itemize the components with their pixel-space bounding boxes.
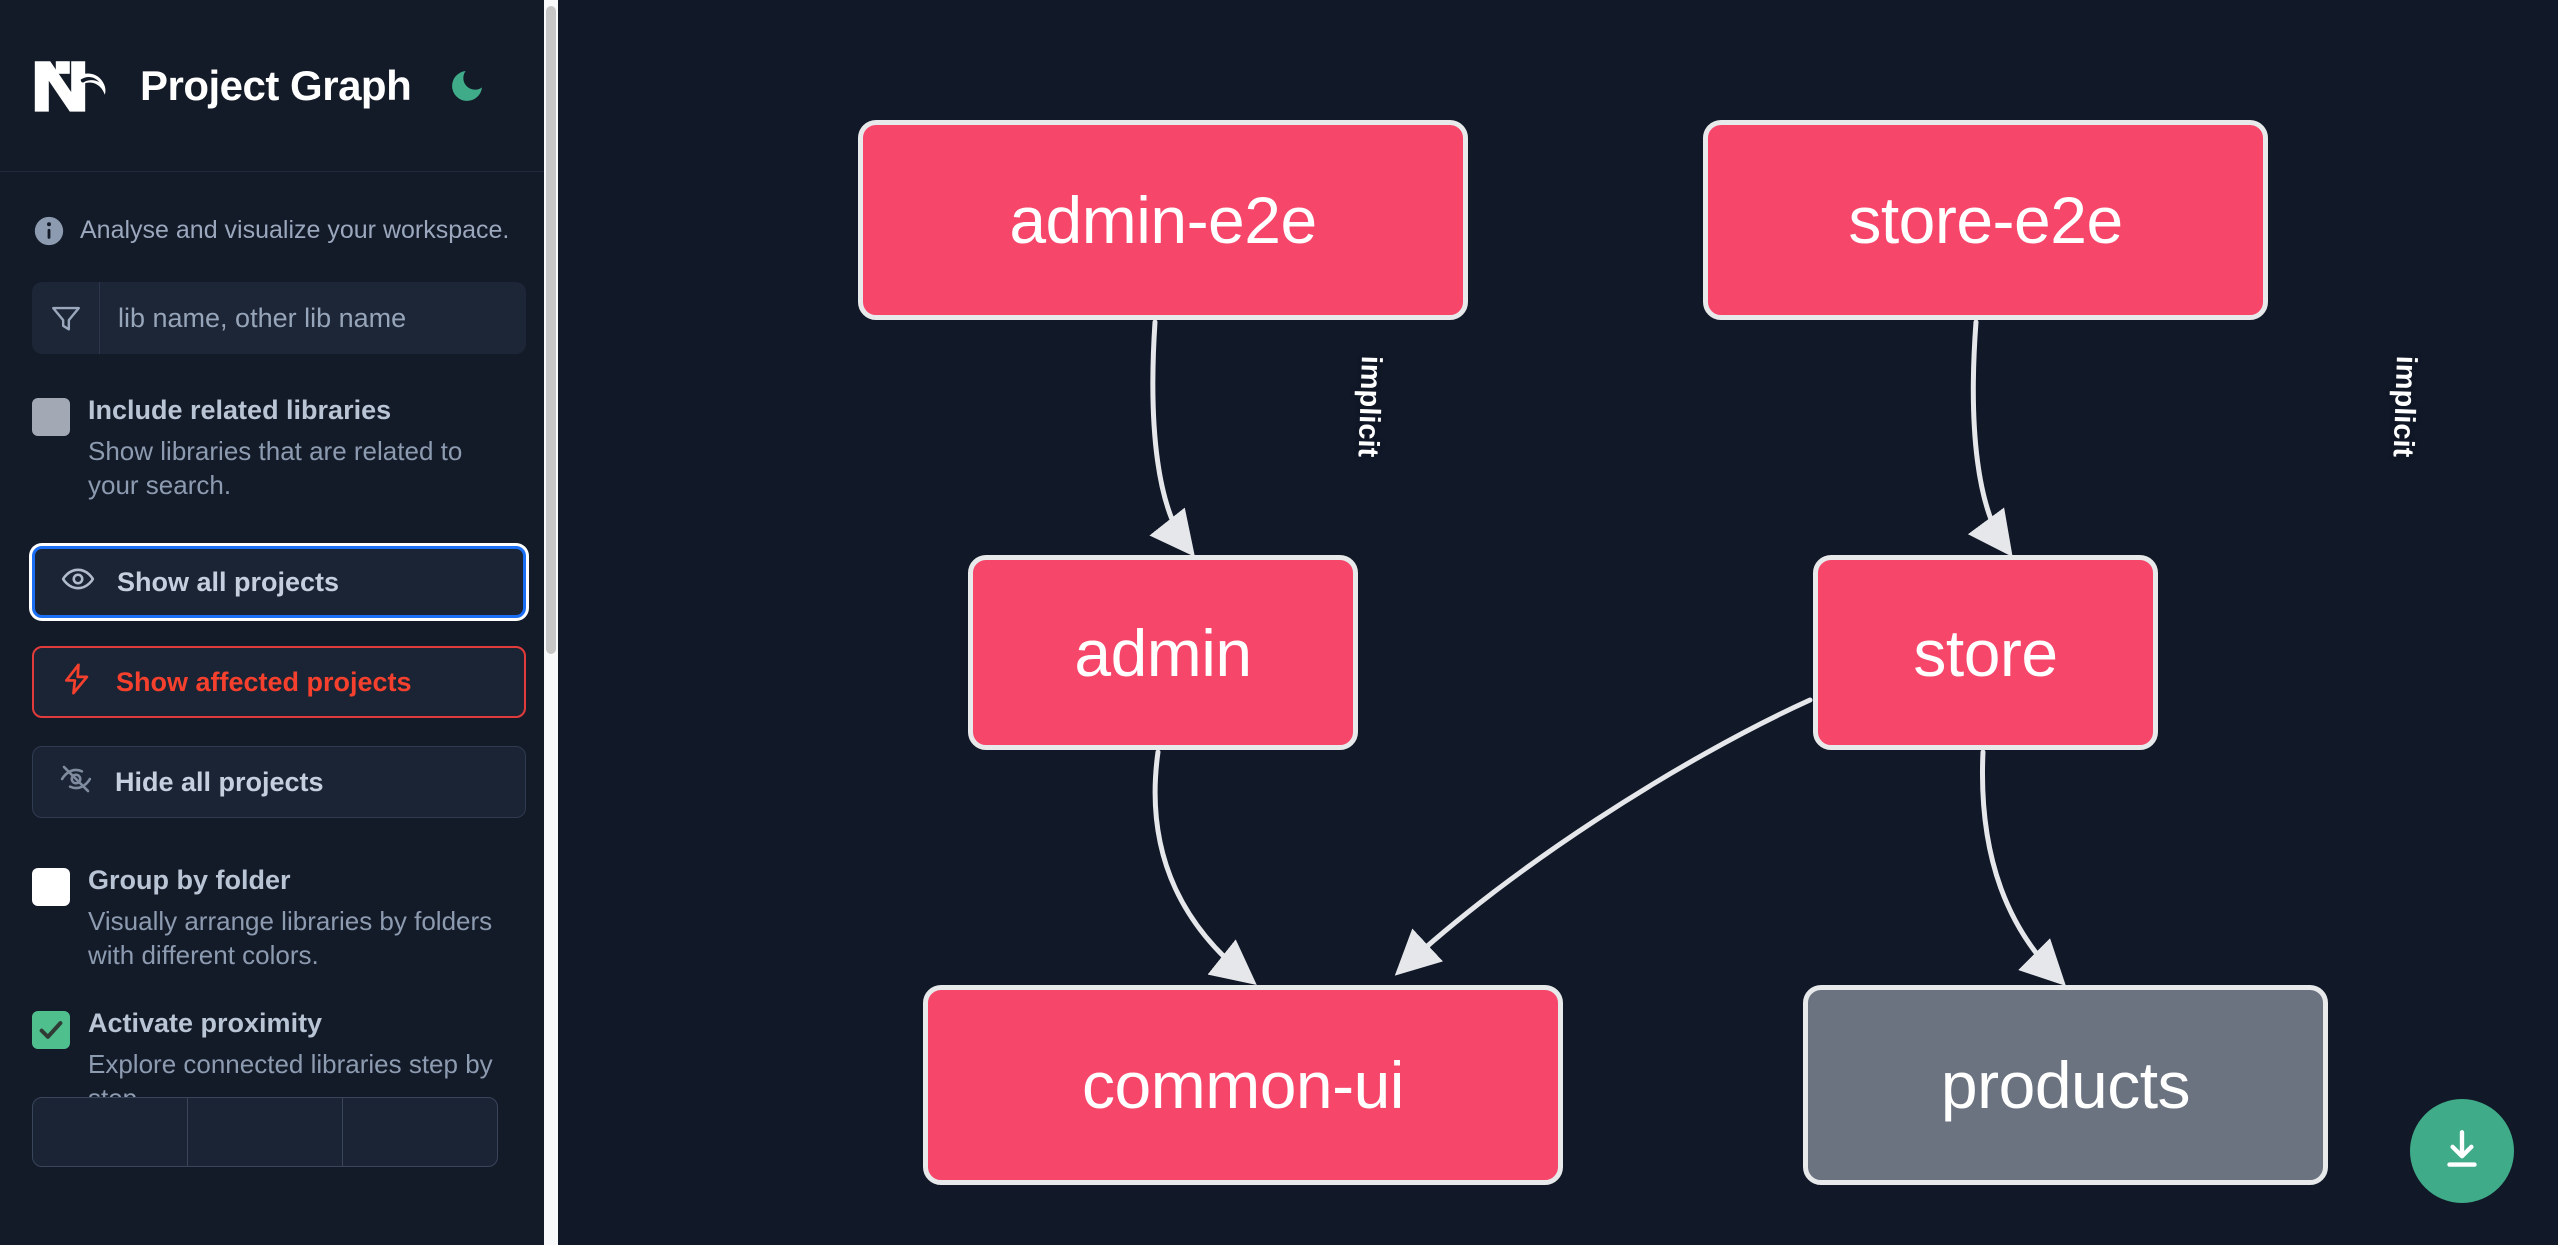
checkbox-row-group-by-folder: Group by folder Visually arrange librari…	[32, 864, 526, 972]
hide-all-projects-button[interactable]: Hide all projects	[32, 746, 526, 819]
sidebar-scrollbar-thumb[interactable]	[546, 6, 556, 654]
lightning-bolt-icon	[60, 662, 94, 703]
show-all-projects-button[interactable]: Show all projects	[32, 546, 526, 619]
include-related-libraries-label: Include related libraries	[88, 395, 392, 425]
nx-logo-icon	[32, 57, 116, 115]
graph-canvas[interactable]: implicit implicit admin-e2e store-e2e ad…	[558, 0, 2558, 1245]
segment-2[interactable]	[188, 1098, 343, 1167]
eye-icon	[61, 562, 95, 603]
show-affected-projects-button[interactable]: Show affected projects	[32, 646, 526, 719]
workspace-blurb-text: Analyse and visualize your workspace.	[80, 216, 510, 245]
search-input[interactable]	[100, 282, 526, 354]
activate-proximity-checkbox[interactable]	[32, 1010, 70, 1049]
graph-node-label: store	[1913, 615, 2058, 690]
graph-node-label: admin-e2e	[1009, 183, 1317, 257]
show-all-projects-label: Show all projects	[117, 566, 340, 597]
graph-node-store-e2e[interactable]: store-e2e	[1703, 120, 2268, 320]
segment-3[interactable]	[343, 1098, 497, 1166]
activate-proximity-label: Activate proximity	[88, 1007, 323, 1038]
eye-slash-icon	[59, 762, 93, 803]
app-title: Project Graph	[140, 61, 412, 109]
info-icon	[32, 214, 66, 248]
edge-store-e2e-to-store	[1967, 319, 2013, 558]
sidebar: Project Graph Analyse and visualize your…	[0, 0, 558, 1245]
edge-admin-to-common-ui	[1152, 749, 1257, 986]
edge-admin-e2e-to-admin	[1149, 319, 1195, 557]
sidebar-header: Project Graph	[0, 0, 558, 172]
graph-node-products[interactable]: products	[1803, 985, 2328, 1185]
checkbox-row-include-related-libraries: Include related libraries Show libraries…	[32, 394, 526, 502]
download-icon	[2437, 1125, 2487, 1178]
show-affected-projects-label: Show affected projects	[116, 666, 412, 697]
include-related-libraries-checkbox[interactable]	[32, 398, 70, 436]
segment-1[interactable]	[33, 1098, 188, 1167]
include-related-libraries-description: Show libraries that are related to your …	[88, 435, 463, 501]
edge-store-to-common-ui	[1394, 697, 1813, 976]
graph-node-label: admin	[1074, 615, 1252, 690]
moon-icon[interactable]	[445, 64, 489, 108]
hide-all-projects-label: Hide all projects	[115, 766, 324, 797]
group-by-folder-description: Visually arrange libraries by folders wi…	[88, 906, 493, 971]
sidebar-body: Analyse and visualize your workspace. In…	[0, 172, 558, 1168]
download-image-button[interactable]	[2410, 1099, 2514, 1203]
workspace-blurb: Analyse and visualize your workspace.	[32, 172, 526, 282]
sidebar-scrollbar-track[interactable]	[544, 0, 558, 1245]
graph-node-admin[interactable]: admin	[968, 555, 1358, 750]
graph-node-admin-e2e[interactable]: admin-e2e	[858, 120, 1468, 320]
project-visibility-buttons: Show all projects Show affected projects	[32, 546, 526, 819]
group-by-folder-checkbox[interactable]	[32, 868, 70, 907]
funnel-icon	[32, 282, 100, 354]
graph-node-store[interactable]: store	[1813, 555, 2158, 750]
graph-mode-segmented-control[interactable]	[32, 1097, 498, 1168]
group-by-folder-label: Group by folder	[88, 865, 291, 896]
graph-node-common-ui[interactable]: common-ui	[923, 985, 1563, 1185]
filter-field[interactable]	[32, 282, 526, 354]
graph-node-label: store-e2e	[1848, 183, 2123, 257]
graph-node-label: common-ui	[1082, 1048, 1404, 1122]
edge-store-to-products	[1979, 749, 2066, 986]
graph-edges-layer	[1149, 319, 2066, 986]
graph-node-label: products	[1940, 1048, 2191, 1122]
